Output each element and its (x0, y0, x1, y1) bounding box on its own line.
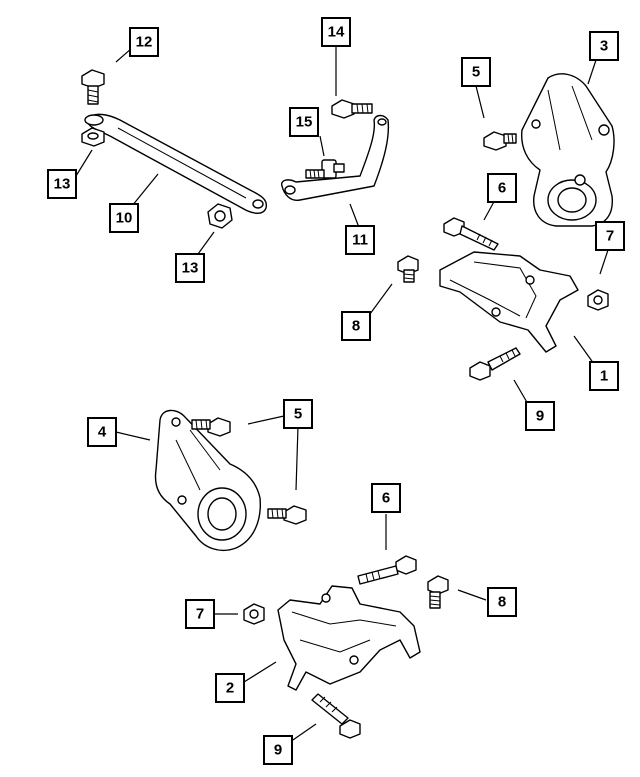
bolt-6b (357, 555, 417, 585)
svg-text:6: 6 (382, 490, 390, 507)
nut-7b (243, 603, 265, 625)
callout-1: 1 (589, 361, 619, 391)
bolt-9a (469, 347, 521, 381)
callout-8: 8 (487, 587, 517, 617)
svg-text:9: 9 (274, 742, 282, 759)
bolt-8b (427, 575, 449, 609)
bolt-14 (331, 99, 373, 119)
svg-text:13: 13 (54, 176, 71, 193)
mount-4 (154, 409, 261, 552)
svg-text:13: 13 (182, 260, 199, 277)
svg-text:2: 2 (226, 680, 234, 697)
leader-lines (75, 46, 609, 743)
bolt-5c (267, 505, 307, 525)
callout-12: 12 (129, 27, 159, 57)
svg-text:4: 4 (98, 424, 107, 441)
bracket-1 (439, 251, 579, 353)
callout-5: 5 (461, 57, 491, 87)
callout-13: 13 (47, 169, 77, 199)
callout-13: 13 (175, 253, 205, 283)
callout-3: 3 (589, 31, 619, 61)
svg-text:3: 3 (600, 38, 608, 55)
svg-text:11: 11 (352, 232, 368, 249)
strut-rod-10 (84, 113, 268, 214)
callout-4: 4 (87, 417, 117, 447)
bolt-5a (483, 131, 517, 151)
nut-13a (81, 127, 105, 147)
callout-7: 7 (185, 599, 215, 629)
callout-9: 9 (263, 735, 293, 765)
callout-11: 11 (345, 225, 375, 255)
nut-7a (587, 289, 609, 311)
nut-13b (207, 203, 233, 229)
bolt-9b (311, 693, 361, 739)
callout-9: 9 (525, 401, 555, 431)
bolt-6a (443, 217, 499, 251)
callout-10: 10 (109, 203, 139, 233)
stud-15 (305, 159, 345, 179)
bracket-11 (281, 114, 390, 201)
svg-text:14: 14 (328, 24, 345, 41)
callout-6: 6 (371, 483, 401, 513)
callout-7: 7 (595, 221, 625, 251)
svg-text:1: 1 (600, 368, 608, 385)
bolt-8a (397, 255, 419, 283)
svg-text:12: 12 (136, 34, 153, 51)
callout-14: 14 (321, 17, 351, 47)
callout-5: 5 (283, 399, 313, 429)
svg-text:5: 5 (294, 406, 302, 423)
callout-2: 2 (215, 673, 245, 703)
callout-8: 8 (341, 311, 371, 341)
bolt-12 (81, 69, 105, 105)
svg-text:15: 15 (296, 114, 313, 131)
svg-text:10: 10 (116, 210, 133, 227)
svg-text:8: 8 (352, 318, 360, 335)
callout-6: 6 (487, 173, 517, 203)
svg-text:7: 7 (606, 228, 614, 245)
callout-15: 15 (289, 107, 319, 137)
bracket-2 (277, 585, 421, 691)
svg-text:8: 8 (498, 594, 506, 611)
svg-text:6: 6 (498, 180, 506, 197)
bolt-5b (191, 417, 231, 437)
mount-3 (521, 73, 615, 227)
svg-text:9: 9 (536, 408, 544, 425)
svg-text:5: 5 (472, 64, 480, 81)
svg-text:7: 7 (196, 606, 204, 623)
